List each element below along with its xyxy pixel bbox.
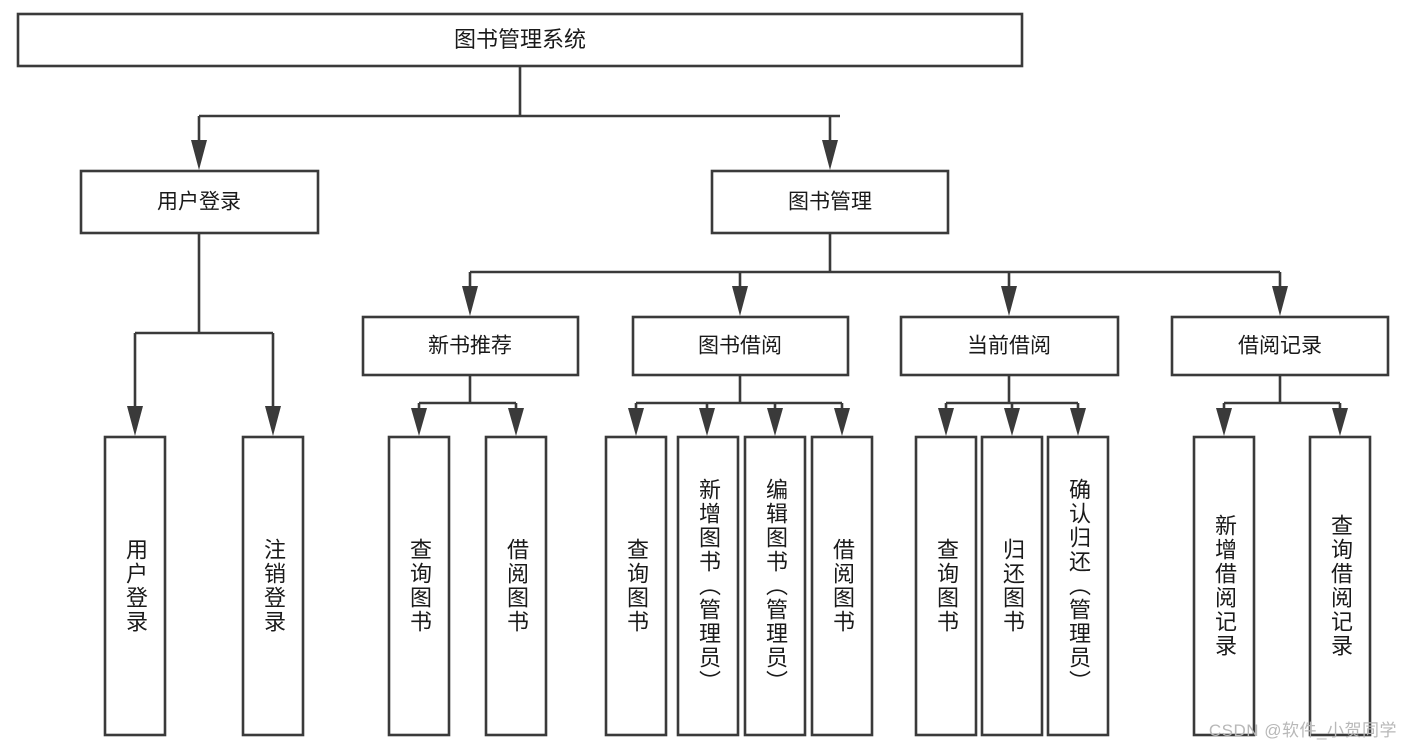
- arrow-head-leaf-query-book-cb: [938, 408, 954, 436]
- arrow-head-leaf-add-record: [1216, 408, 1232, 436]
- arrow-head-borrow-record: [1272, 286, 1288, 316]
- node-leaf-borrow-book-rec-box[interactable]: [484, 435, 548, 737]
- connector-group-new-book-rec: [411, 375, 524, 436]
- node-leaf-user-login-box[interactable]: [103, 435, 167, 737]
- node-leaf-query-book-rec-box[interactable]: [387, 435, 451, 737]
- node-borrow-record-box: [1170, 315, 1390, 377]
- connector-group-book-borrow: [628, 375, 850, 436]
- arrow-head-leaf-user-login: [127, 406, 143, 436]
- node-leaf-add-record-box[interactable]: [1192, 435, 1256, 737]
- connector-group-root: [191, 66, 840, 170]
- node-new-book-rec-box: [361, 315, 580, 377]
- arrow-head-new-book-rec: [462, 286, 478, 316]
- node-leaf-logout-box[interactable]: [241, 435, 305, 737]
- arrow-head-leaf-edit-book: [767, 408, 783, 436]
- node-book-borrow-label: 图书借阅: [698, 335, 782, 358]
- node-leaf-query-book-bb-box[interactable]: [604, 435, 668, 737]
- node-user-login-box: [79, 169, 320, 235]
- arrow-head-leaf-query-book-bb: [628, 408, 644, 436]
- node-current-borrow[interactable]: 当前借阅: [899, 315, 1120, 377]
- leaf-node-boxes: [103, 435, 1372, 737]
- node-root-label: 图书管理系统: [454, 27, 586, 52]
- csdn-watermark: CSDN @软件_小贺同学: [1208, 721, 1397, 740]
- node-new-book-rec[interactable]: 新书推荐: [361, 315, 580, 377]
- arrow-head-book-borrow: [732, 286, 748, 316]
- arrow-head-leaf-borrow-book-rec: [508, 408, 524, 436]
- arrow-head-book-manage: [822, 140, 838, 170]
- node-leaf-query-book-cb-box[interactable]: [914, 435, 978, 737]
- node-borrow-record[interactable]: 借阅记录: [1170, 315, 1390, 377]
- connector-group-user-login: [127, 233, 281, 436]
- connector-group-borrow-record: [1216, 375, 1348, 436]
- arrow-head-leaf-return-book: [1004, 408, 1020, 436]
- node-leaf-query-record-box[interactable]: [1308, 435, 1372, 737]
- arrow-head-leaf-confirm-return: [1070, 408, 1086, 436]
- arrow-head-leaf-query-record: [1332, 408, 1348, 436]
- node-user-login[interactable]: 用户登录: [79, 169, 320, 235]
- arrow-head-user-login: [191, 140, 207, 170]
- node-book-manage-box: [710, 169, 950, 235]
- node-leaf-confirm-return-box[interactable]: [1046, 435, 1110, 737]
- node-leaf-edit-book-box[interactable]: [743, 435, 807, 737]
- connector-group-book-manage: [462, 233, 1288, 316]
- node-current-borrow-label: 当前借阅: [967, 335, 1051, 358]
- arrow-head-leaf-logout: [265, 406, 281, 436]
- arrow-head-current-borrow: [1001, 286, 1017, 316]
- node-user-login-label: 用户登录: [157, 191, 241, 214]
- node-borrow-record-label: 借阅记录: [1238, 335, 1322, 358]
- node-book-borrow[interactable]: 图书借阅: [631, 315, 850, 377]
- node-book-manage-label: 图书管理: [788, 191, 872, 214]
- node-book-borrow-box: [631, 315, 850, 377]
- arrow-head-leaf-query-book-rec: [411, 408, 427, 436]
- node-current-borrow-box: [899, 315, 1120, 377]
- arrow-head-leaf-borrow-book-bb: [834, 408, 850, 436]
- node-new-book-rec-label: 新书推荐: [428, 335, 512, 358]
- node-book-manage[interactable]: 图书管理: [710, 169, 950, 235]
- node-leaf-add-book-box[interactable]: [676, 435, 740, 737]
- node-leaf-return-book-box[interactable]: [980, 435, 1044, 737]
- node-root[interactable]: 图书管理系统: [16, 12, 1024, 68]
- node-root-box: [16, 12, 1024, 68]
- arrow-head-leaf-add-book: [699, 408, 715, 436]
- connector-group-current-borrow: [938, 375, 1086, 436]
- node-leaf-borrow-book-bb-box[interactable]: [810, 435, 874, 737]
